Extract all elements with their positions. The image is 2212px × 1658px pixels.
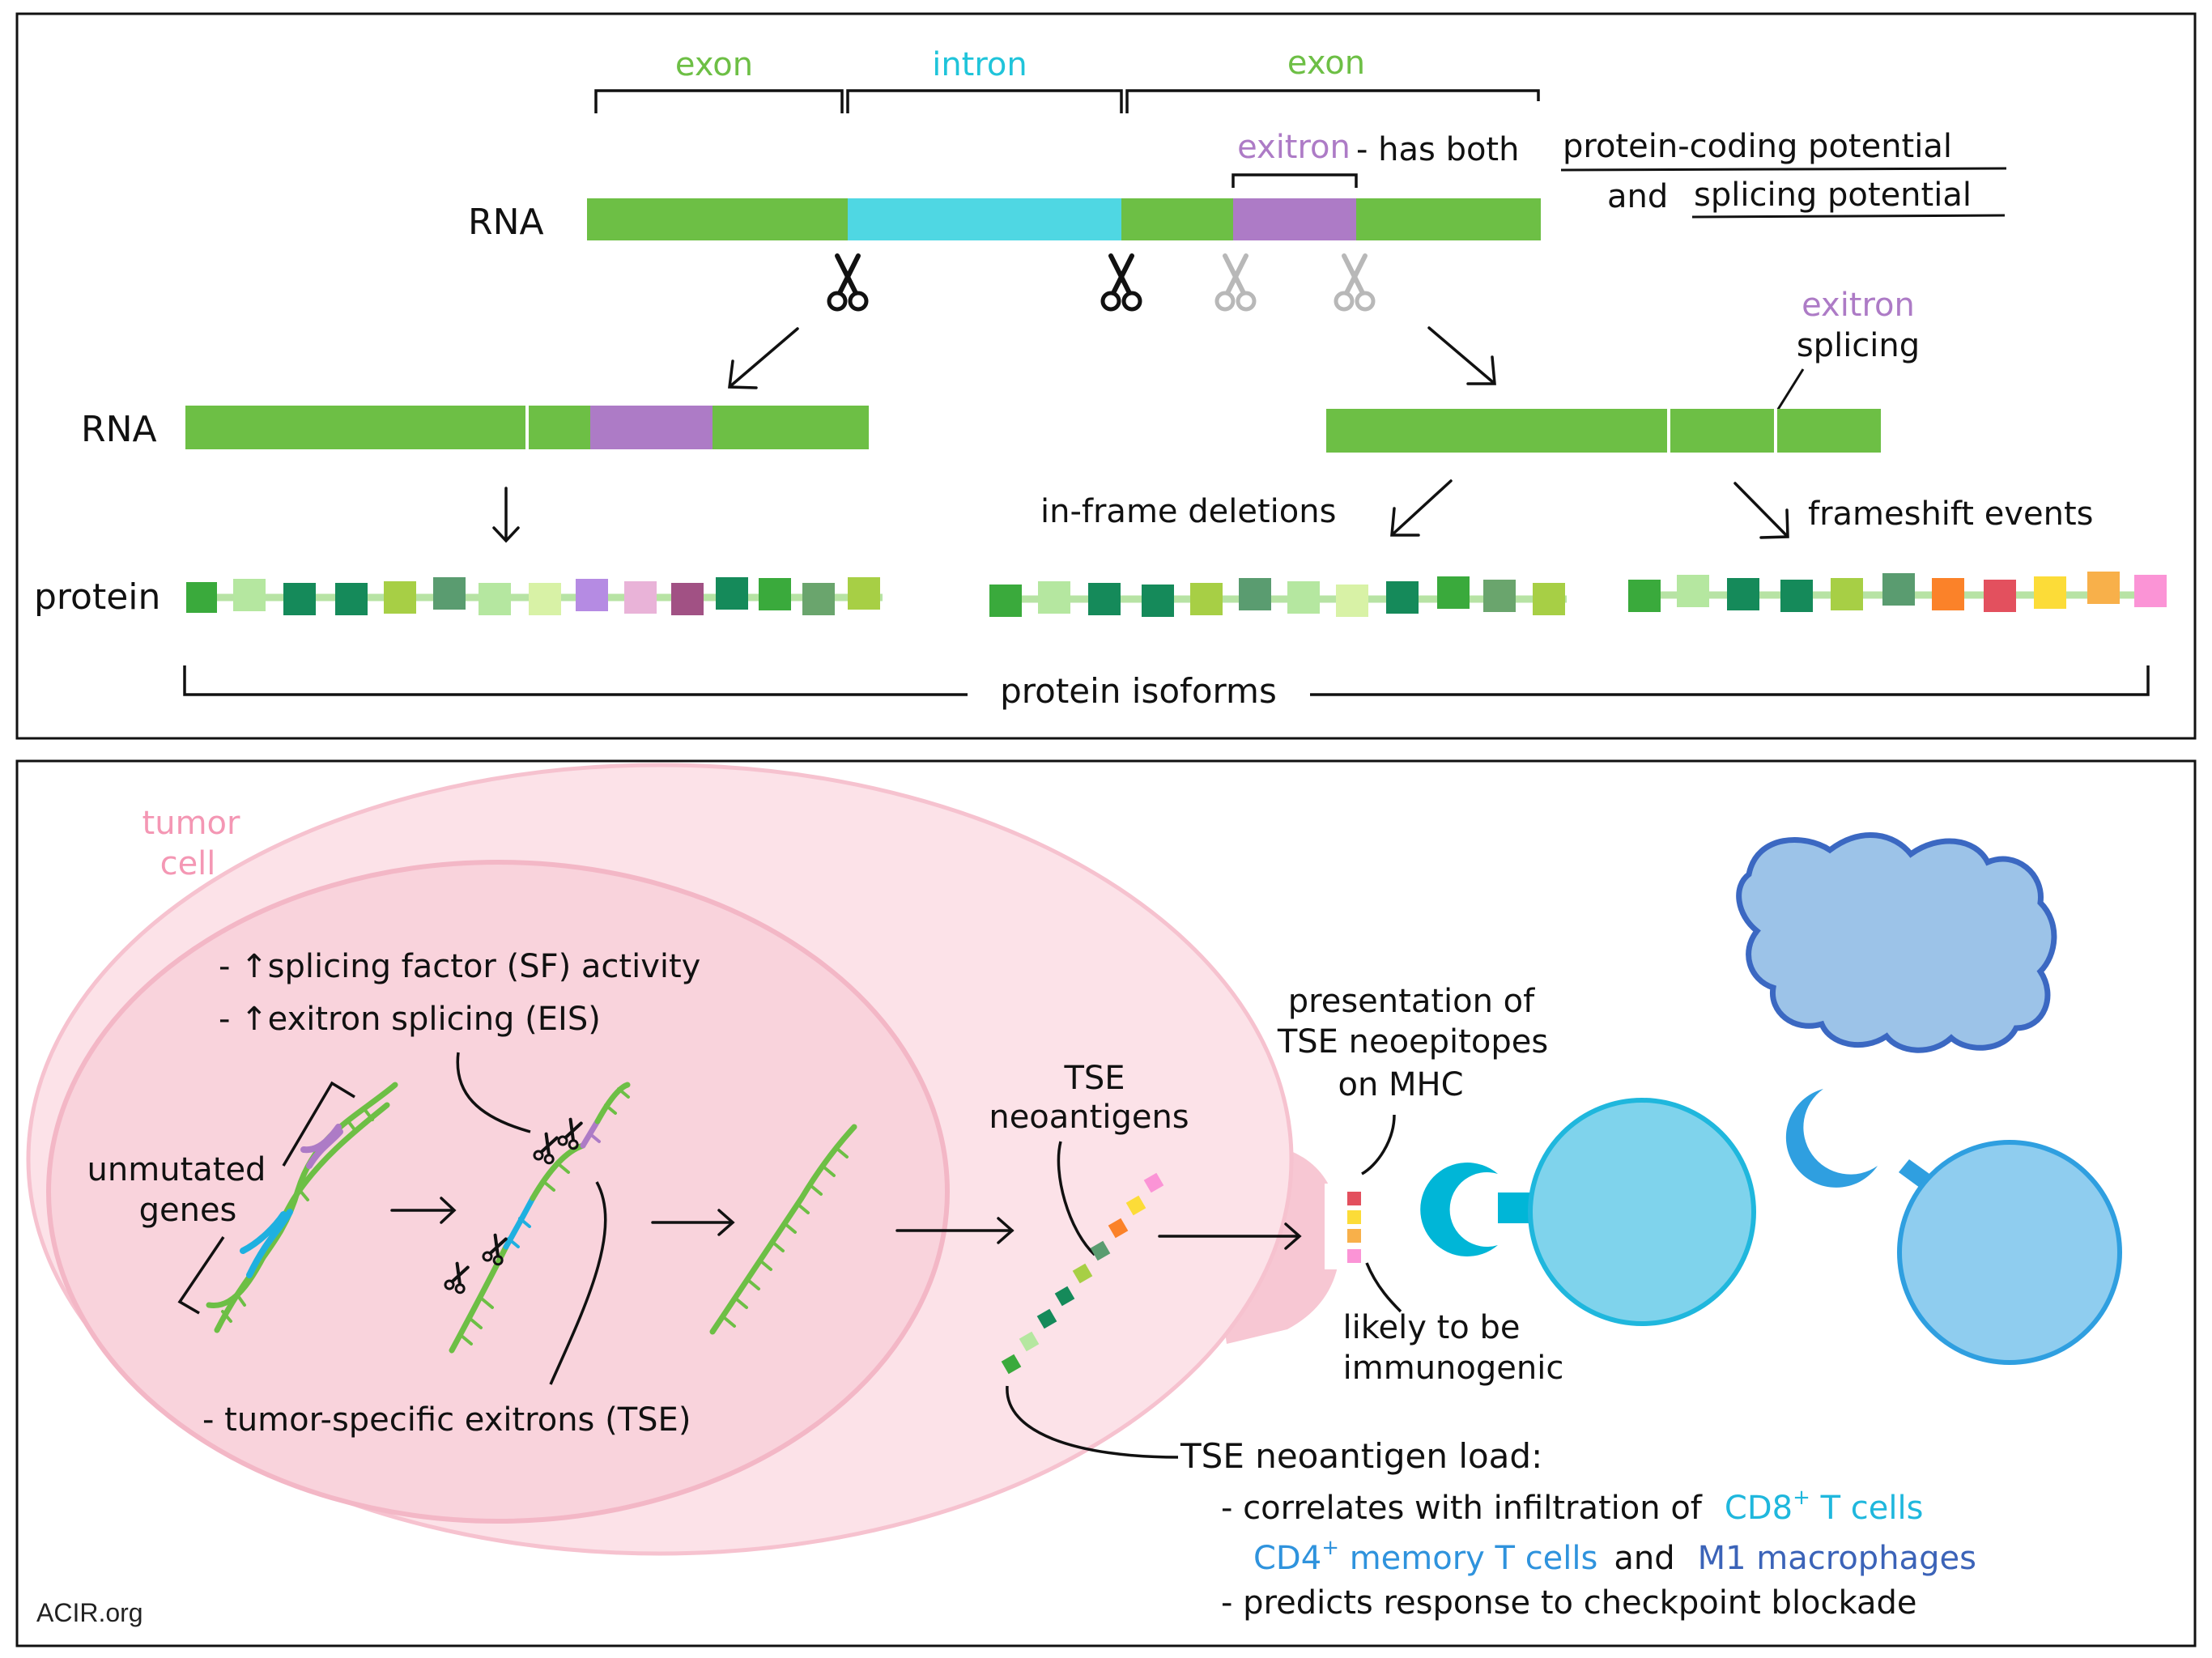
neoantigen-chain (1001, 1172, 1164, 1375)
scissors-icon (1103, 256, 1140, 309)
scissors-icon-faded (1217, 256, 1254, 309)
arrow-icon (1158, 1222, 1302, 1250)
exitron-splicing-label-1: exitron (1802, 287, 1915, 324)
arrow-icon (895, 1217, 1015, 1244)
source-footer: ACIR.org (36, 1598, 143, 1627)
mhc-neoepitope (1347, 1192, 1361, 1263)
isoforms-bracket-left (183, 665, 968, 696)
unmutated-genes-2: genes (139, 1192, 237, 1229)
protein-isoforms-label: protein isoforms (1000, 671, 1277, 711)
arrow-icon (390, 1197, 457, 1224)
m1-macrophage-blob (1736, 832, 2057, 1053)
tse-text: - tumor-specific exitrons (TSE) (202, 1401, 691, 1439)
arrow-icon (492, 487, 520, 543)
underline-splicing (1691, 214, 2006, 219)
mhc-leader-line (1361, 1114, 1396, 1175)
immunogenic-label-2: immunogenic (1343, 1350, 1564, 1387)
exitron-eis-text: - ↑exitron splicing (EIS) (219, 1001, 601, 1038)
cd4-line: CD4+ memory T cells and M1 macrophages (1253, 1536, 1976, 1577)
tumor-label-1: tumor (143, 805, 240, 842)
protein-label: protein (34, 576, 160, 618)
cd4-label: CD4 (1253, 1540, 1321, 1577)
tse-leader-line (549, 1181, 607, 1385)
intron-bracket (846, 89, 1123, 113)
rna-main-bar (587, 198, 1541, 240)
exitron-junction-pointer (1773, 368, 1805, 415)
scissors-icon-faded (1336, 256, 1373, 309)
scissors-icon (829, 256, 866, 309)
immunogenic-label-1: likely to be (1343, 1309, 1521, 1346)
exon-bracket-1 (594, 89, 844, 113)
gene-bracket-top (282, 1081, 355, 1167)
arrow-icon (1390, 479, 1453, 537)
and-word-bottom: and (1614, 1540, 1674, 1577)
arrow-icon (651, 1209, 735, 1236)
predicts-text: - predicts response to checkpoint blocka… (1221, 1584, 1917, 1622)
dna-helix (206, 1082, 398, 1333)
cd8-t-cell (1420, 1098, 1756, 1326)
rna-bar-right (1326, 409, 1881, 453)
neoantigens-label-2: neoantigens (989, 1099, 1189, 1136)
protein-chain-full (186, 577, 883, 615)
cd4-suffix: memory T cells (1339, 1540, 1597, 1577)
protein-chain-in-frame (989, 576, 1567, 617)
frameshift-events: frameshift events (1808, 495, 2093, 533)
exitron-splicing-label-2: splicing (1797, 327, 1920, 364)
presentation-label-1: presentation of (1288, 983, 1535, 1020)
intron-label: intron (932, 46, 1027, 83)
splicing-potential: splicing potential (1694, 176, 1972, 214)
tumor-cell (26, 763, 1341, 1556)
unmutated-genes-1: unmutated (87, 1151, 266, 1188)
eis-leader-line (456, 1052, 531, 1133)
isoforms-bracket-right (1310, 665, 2150, 696)
memory-t-cell (1785, 1089, 2122, 1365)
m1-label: M1 macrophages (1698, 1540, 1976, 1577)
rna-label-left: RNA (81, 409, 157, 450)
exitron-label: exitron (1237, 129, 1351, 166)
presentation-label-3: on MHC (1338, 1066, 1463, 1103)
exon-label-2: exon (1287, 45, 1365, 82)
exon-label-1: exon (675, 46, 753, 83)
neoantigen-leader-line (1057, 1141, 1096, 1256)
cd8-suffix: T cells (1810, 1490, 1924, 1527)
load-leader-line (1006, 1385, 1179, 1459)
exitron-description: - has both (1356, 131, 1519, 168)
rna-label-main: RNA (468, 202, 544, 243)
top-panel-frame (15, 12, 2197, 740)
underline-coding (1560, 167, 2007, 172)
neoantigens-label-1: TSE (1063, 1060, 1125, 1097)
arrow-icon (1733, 482, 1789, 539)
and-word-top: and (1607, 178, 1668, 215)
rna-strand-mature (709, 1124, 857, 1335)
arrow-icon (1427, 326, 1496, 385)
cd4-superscript: + (1321, 1536, 1339, 1560)
sf-activity-text: - ↑splicing factor (SF) activity (219, 948, 700, 985)
load-title: TSE neoantigen load: (1180, 1436, 1542, 1476)
cd8-label: CD8 (1725, 1490, 1793, 1527)
bottom-panel-frame (15, 759, 2197, 1647)
correlates-prefix: - correlates with infiltration of (1221, 1490, 1703, 1527)
protein-coding-potential: protein-coding potential (1563, 128, 1952, 165)
exitron-bracket (1231, 173, 1358, 188)
arrow-icon (728, 327, 799, 389)
gene-bracket-bottom (177, 1236, 225, 1315)
cd8-superscript: + (1793, 1486, 1810, 1510)
exon-bracket-2 (1125, 89, 1540, 113)
in-frame-deletions: in-frame deletions (1040, 493, 1336, 530)
correlates-text: - correlates with infiltration of CD8+ T … (1221, 1486, 1923, 1527)
rna-bar-left (185, 406, 869, 449)
tumor-label-2: cell (160, 845, 216, 882)
protein-chain-frameshift (1628, 572, 2167, 612)
immunogenic-leader-line (1365, 1262, 1402, 1313)
presentation-label-2: TSE neoepitopes (1277, 1023, 1548, 1061)
